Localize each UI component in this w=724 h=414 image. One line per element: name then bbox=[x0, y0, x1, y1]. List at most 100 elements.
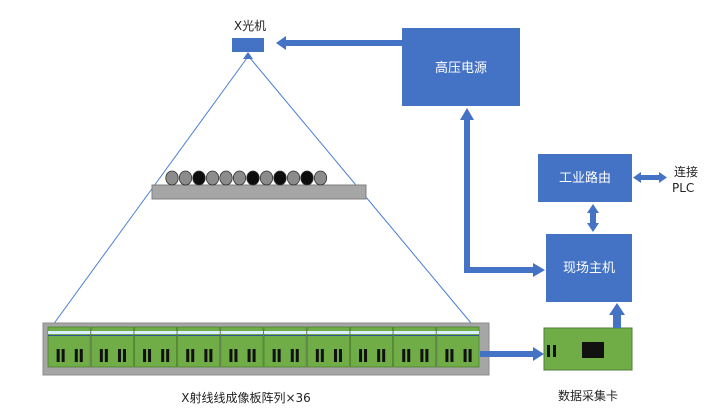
panel-trace bbox=[91, 335, 134, 336]
object-gray bbox=[286, 170, 301, 186]
detector-panel bbox=[306, 326, 350, 368]
industrial-router: 工业路由 bbox=[538, 154, 632, 202]
panel-connector-pin bbox=[247, 349, 251, 362]
panel-connector-pin bbox=[420, 349, 424, 362]
conveyor bbox=[151, 170, 367, 200]
panel-connector-pin bbox=[402, 349, 406, 362]
panel-connector-pin bbox=[407, 349, 411, 362]
xray-source: X光机 bbox=[232, 19, 266, 59]
detector-to-daq-shaft bbox=[480, 351, 534, 357]
object-gray bbox=[178, 170, 193, 186]
panel-connector-pin bbox=[191, 349, 195, 362]
panel-scintillator-strip bbox=[91, 331, 134, 334]
daq-pin-2 bbox=[553, 345, 556, 357]
object-black bbox=[192, 170, 206, 186]
hv-to-xray-shaft bbox=[284, 40, 402, 46]
object-gray bbox=[219, 170, 233, 186]
panel-trace bbox=[220, 335, 263, 336]
panel-connector-pin bbox=[252, 349, 256, 362]
xray-source-label: X光机 bbox=[234, 19, 266, 33]
connectors bbox=[276, 36, 667, 361]
hv-power-box bbox=[402, 28, 520, 106]
beam-left-line bbox=[49, 57, 248, 330]
panel-connector-pin bbox=[377, 349, 381, 362]
panel-connector-pin bbox=[166, 349, 170, 362]
panel-connector-pin bbox=[425, 349, 429, 362]
panel-connector-pin bbox=[450, 349, 454, 362]
panel-trace bbox=[134, 335, 177, 336]
panel-connector-pin bbox=[56, 349, 60, 362]
xray-emitter-icon bbox=[243, 52, 253, 59]
panel-connector-pin bbox=[104, 349, 108, 362]
detector-to-daq-arrow-icon bbox=[533, 347, 544, 361]
panel-trace bbox=[393, 335, 436, 336]
panel-scintillator-strip bbox=[177, 331, 220, 334]
daq-card: 数据采集卡 bbox=[543, 327, 633, 403]
object-black bbox=[300, 170, 314, 186]
detector-panel bbox=[349, 326, 393, 368]
object-black bbox=[273, 170, 287, 186]
host-hv-up-arrow-icon bbox=[460, 108, 474, 120]
panel-connector-pin bbox=[333, 349, 337, 362]
inspected-objects bbox=[165, 170, 328, 186]
detector-panel bbox=[436, 326, 480, 368]
detector-array: X射线线成像板阵列×36 bbox=[42, 322, 490, 405]
detector-panel bbox=[220, 326, 264, 368]
router-host-down-arrow-icon bbox=[587, 223, 599, 232]
host-hv-horizontal bbox=[464, 267, 534, 273]
detector-panel bbox=[263, 326, 307, 368]
panel-trace bbox=[264, 335, 307, 336]
detector-panels bbox=[47, 326, 480, 368]
host-label: 现场主机 bbox=[563, 261, 615, 276]
panel-trace bbox=[436, 335, 479, 336]
panel-connector-pin bbox=[229, 349, 233, 362]
router-box bbox=[538, 154, 632, 202]
panel-connector-pin bbox=[359, 349, 363, 362]
detector-panel bbox=[90, 326, 134, 368]
hv-to-xray-arrow-icon bbox=[276, 36, 286, 50]
router-plc-right-arrow-icon bbox=[659, 172, 667, 183]
panel-connector-pin bbox=[445, 349, 449, 362]
panel-scintillator-strip bbox=[48, 331, 91, 334]
plc-link: 连接 PLC bbox=[672, 164, 698, 195]
panel-connector-pin bbox=[161, 349, 165, 362]
detector-panel bbox=[47, 326, 91, 368]
panel-connector-pin bbox=[122, 349, 126, 362]
panel-scintillator-strip bbox=[264, 331, 307, 334]
panel-scintillator-strip bbox=[307, 331, 350, 334]
panel-scintillator-strip bbox=[134, 331, 177, 334]
hv-power-label: 高压电源 bbox=[435, 60, 487, 76]
object-gray bbox=[259, 170, 274, 186]
detector-panel bbox=[177, 326, 221, 368]
panel-connector-pin bbox=[204, 349, 208, 362]
host-hv-vertical bbox=[464, 118, 470, 273]
daq-label: 数据采集卡 bbox=[558, 388, 618, 403]
router-host-up-arrow-icon bbox=[587, 204, 599, 213]
panel-connector-pin bbox=[320, 349, 324, 362]
panel-connector-pin bbox=[468, 349, 472, 362]
plc-link-line2: PLC bbox=[672, 181, 694, 195]
daq-to-host-arrow-icon bbox=[609, 303, 625, 315]
panel-trace bbox=[177, 335, 220, 336]
panel-connector-pin bbox=[277, 349, 281, 362]
host-hv-right-arrow-icon bbox=[533, 263, 545, 277]
object-black bbox=[246, 170, 260, 186]
router-plc-shaft bbox=[640, 175, 660, 180]
panel-connector-pin bbox=[315, 349, 319, 362]
panel-connector-pin bbox=[61, 349, 65, 362]
panel-connector-pin bbox=[234, 349, 238, 362]
detector-panel bbox=[393, 326, 437, 368]
plc-link-line1: 连接 bbox=[674, 164, 698, 179]
detector-label: X射线线成像板阵列×36 bbox=[181, 390, 311, 405]
object-gray bbox=[313, 170, 328, 186]
panel-trace bbox=[48, 335, 91, 336]
router-plc-left-arrow-icon bbox=[633, 172, 641, 183]
host-box bbox=[546, 234, 632, 302]
panel-scintillator-strip bbox=[220, 331, 263, 334]
panel-scintillator-strip bbox=[393, 331, 436, 334]
panel-connector-pin bbox=[79, 349, 83, 362]
panel-connector-pin bbox=[186, 349, 190, 362]
panel-connector-pin bbox=[338, 349, 342, 362]
